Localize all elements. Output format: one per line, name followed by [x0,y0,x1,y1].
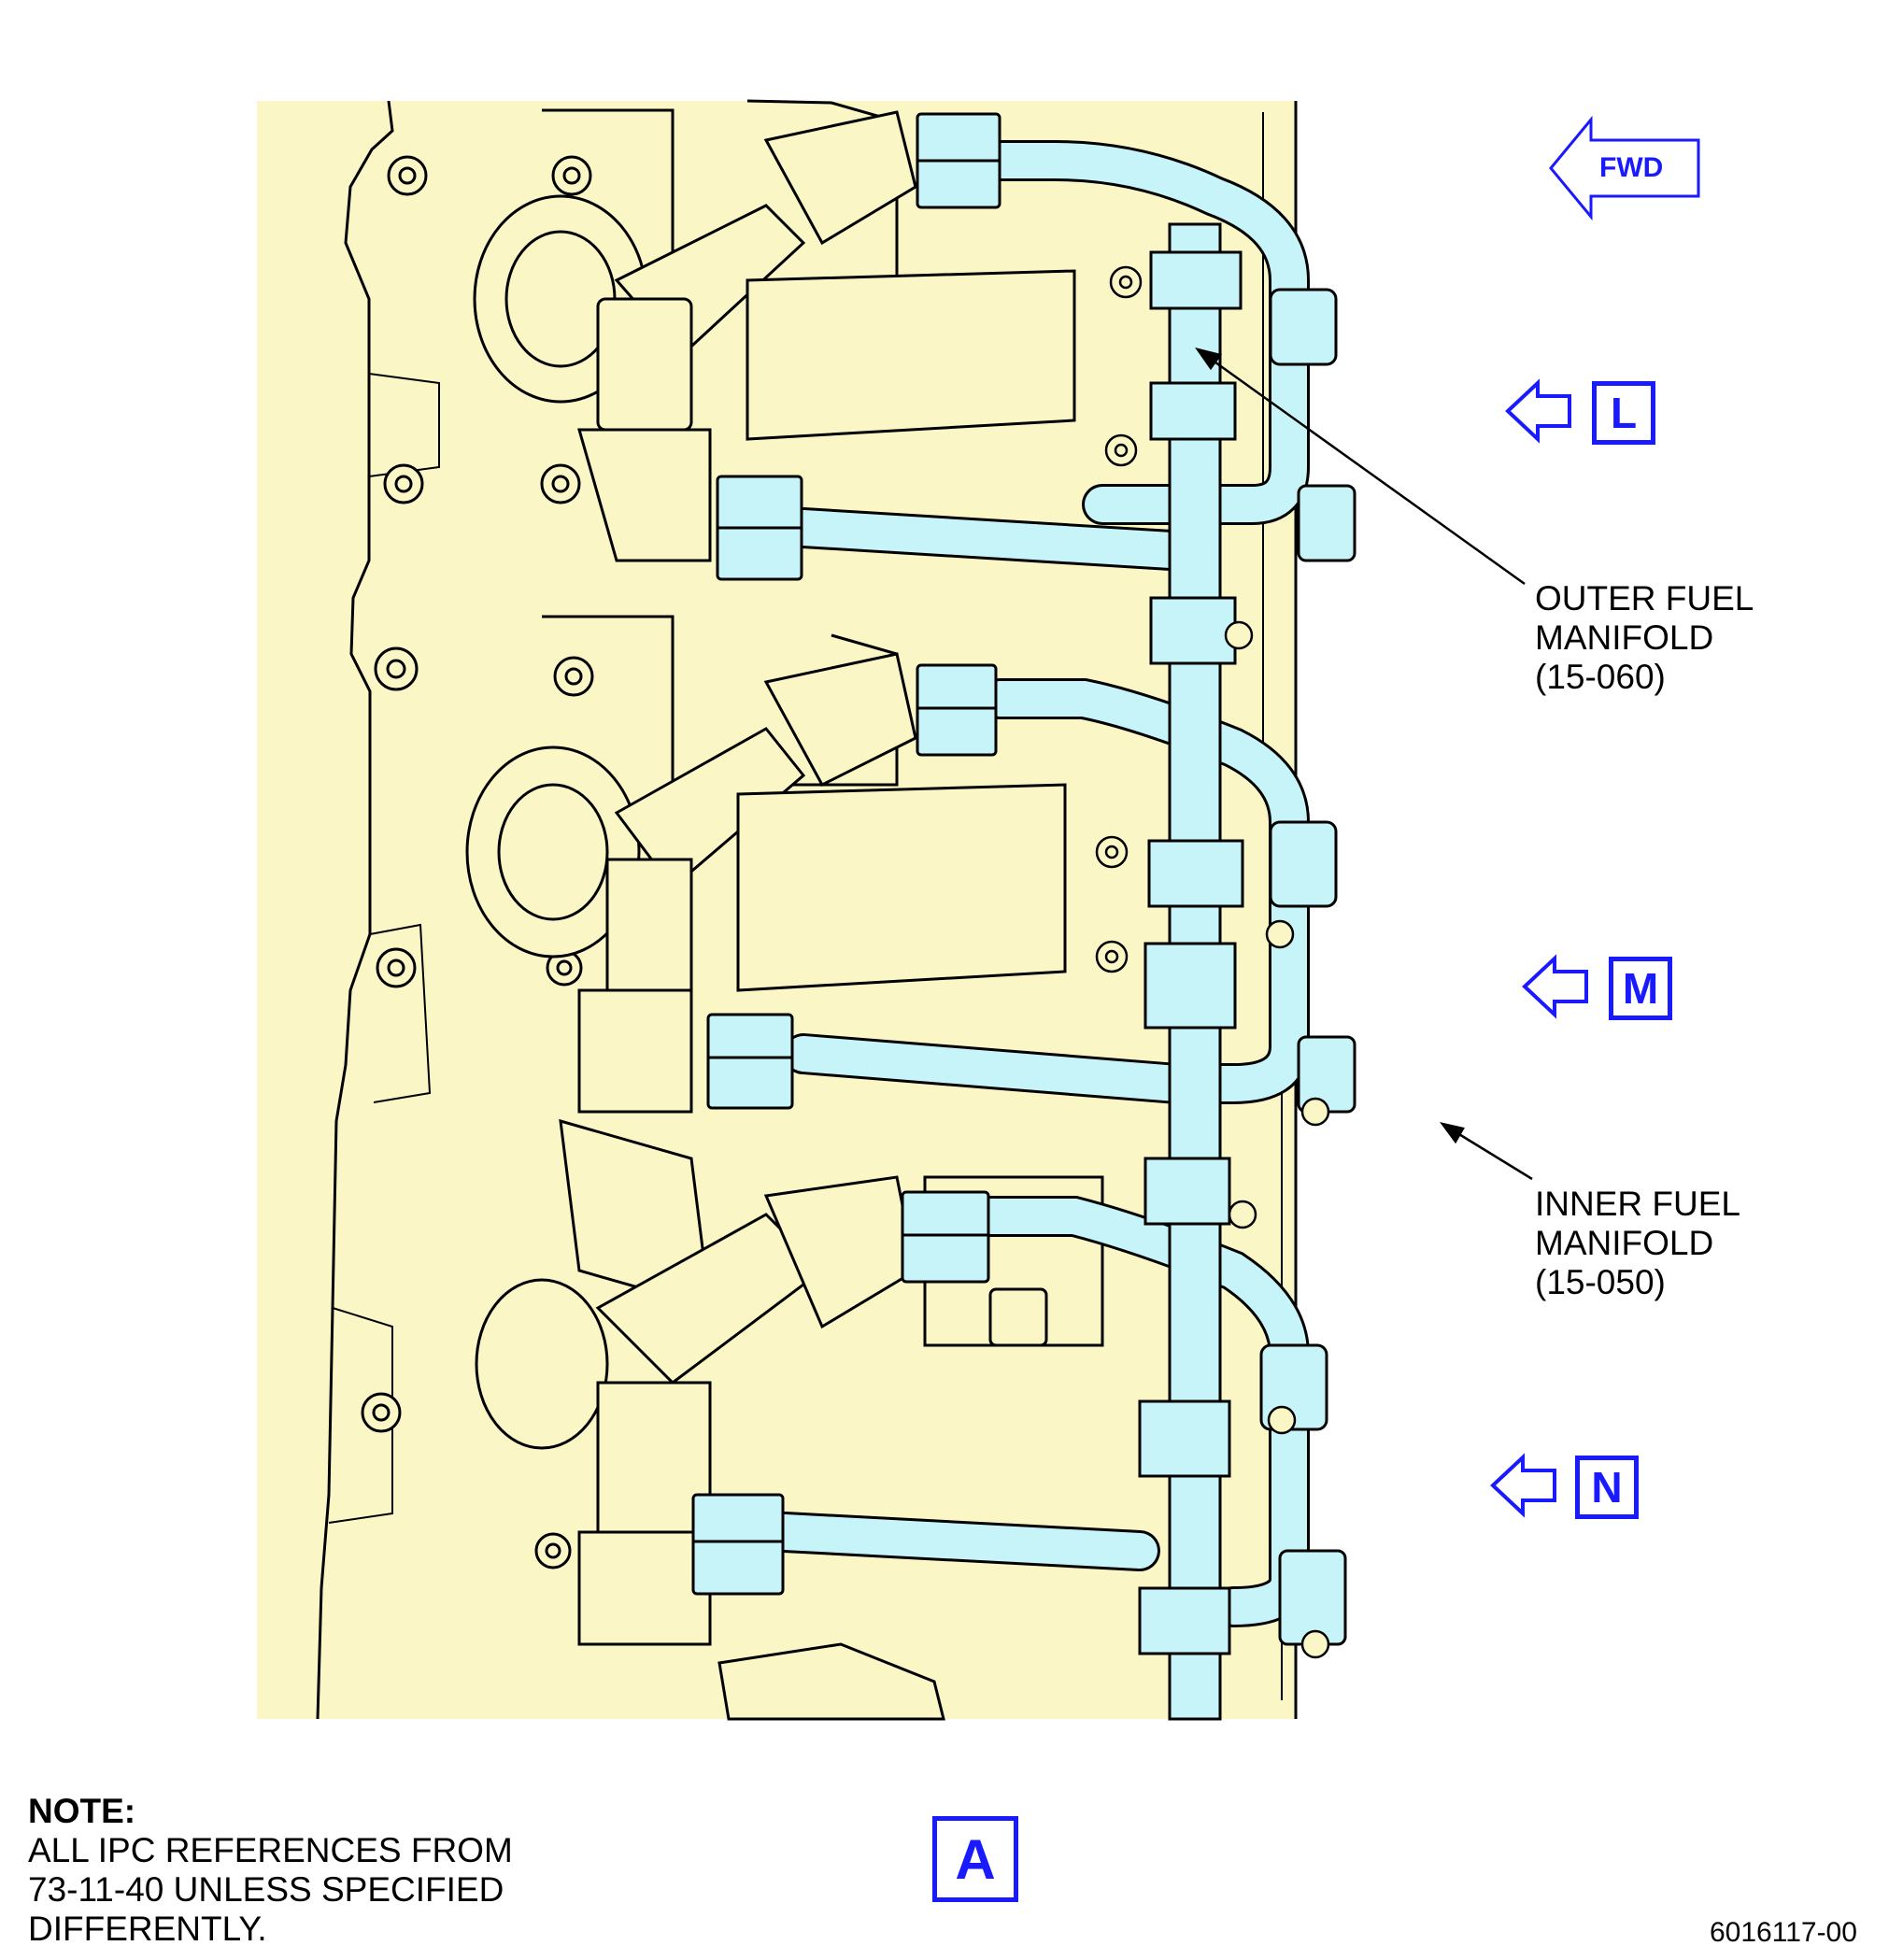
note-body: ALL IPC REFERENCES FROM 73-11-40 UNLESS … [28,1831,513,1948]
view-arrows [1490,378,1588,1518]
outer-fuel-manifold-label: OUTER FUEL MANIFOLD (15-060) [1535,579,1754,696]
inner-fuel-manifold-label: INNER FUEL MANIFOLD (15-050) [1535,1185,1740,1301]
manifold-vertical-pipe [1138,222,1244,1721]
fuel-nozzles [465,99,1104,1721]
fuel-tubes [764,140,1310,1627]
b-nut-fittings [691,112,1001,1596]
flange-bolts [361,155,594,1569]
view-marker-l: L [1592,381,1655,445]
view-label-a: A [932,1816,1018,1902]
callout-leaders [1195,347,1533,1181]
clamp-bolts [1095,265,1330,1659]
view-marker-m: M [1609,957,1672,1020]
view-marker-n: N [1575,1456,1639,1519]
engine-flange-outline [316,100,394,1720]
manifold-clamps [1259,288,1356,1646]
fwd-arrow [1549,115,1700,221]
document-number: 6016117-00 [1710,1917,1857,1948]
note-title: NOTE: [28,1792,136,1830]
fwd-label: FWD [1599,152,1664,183]
